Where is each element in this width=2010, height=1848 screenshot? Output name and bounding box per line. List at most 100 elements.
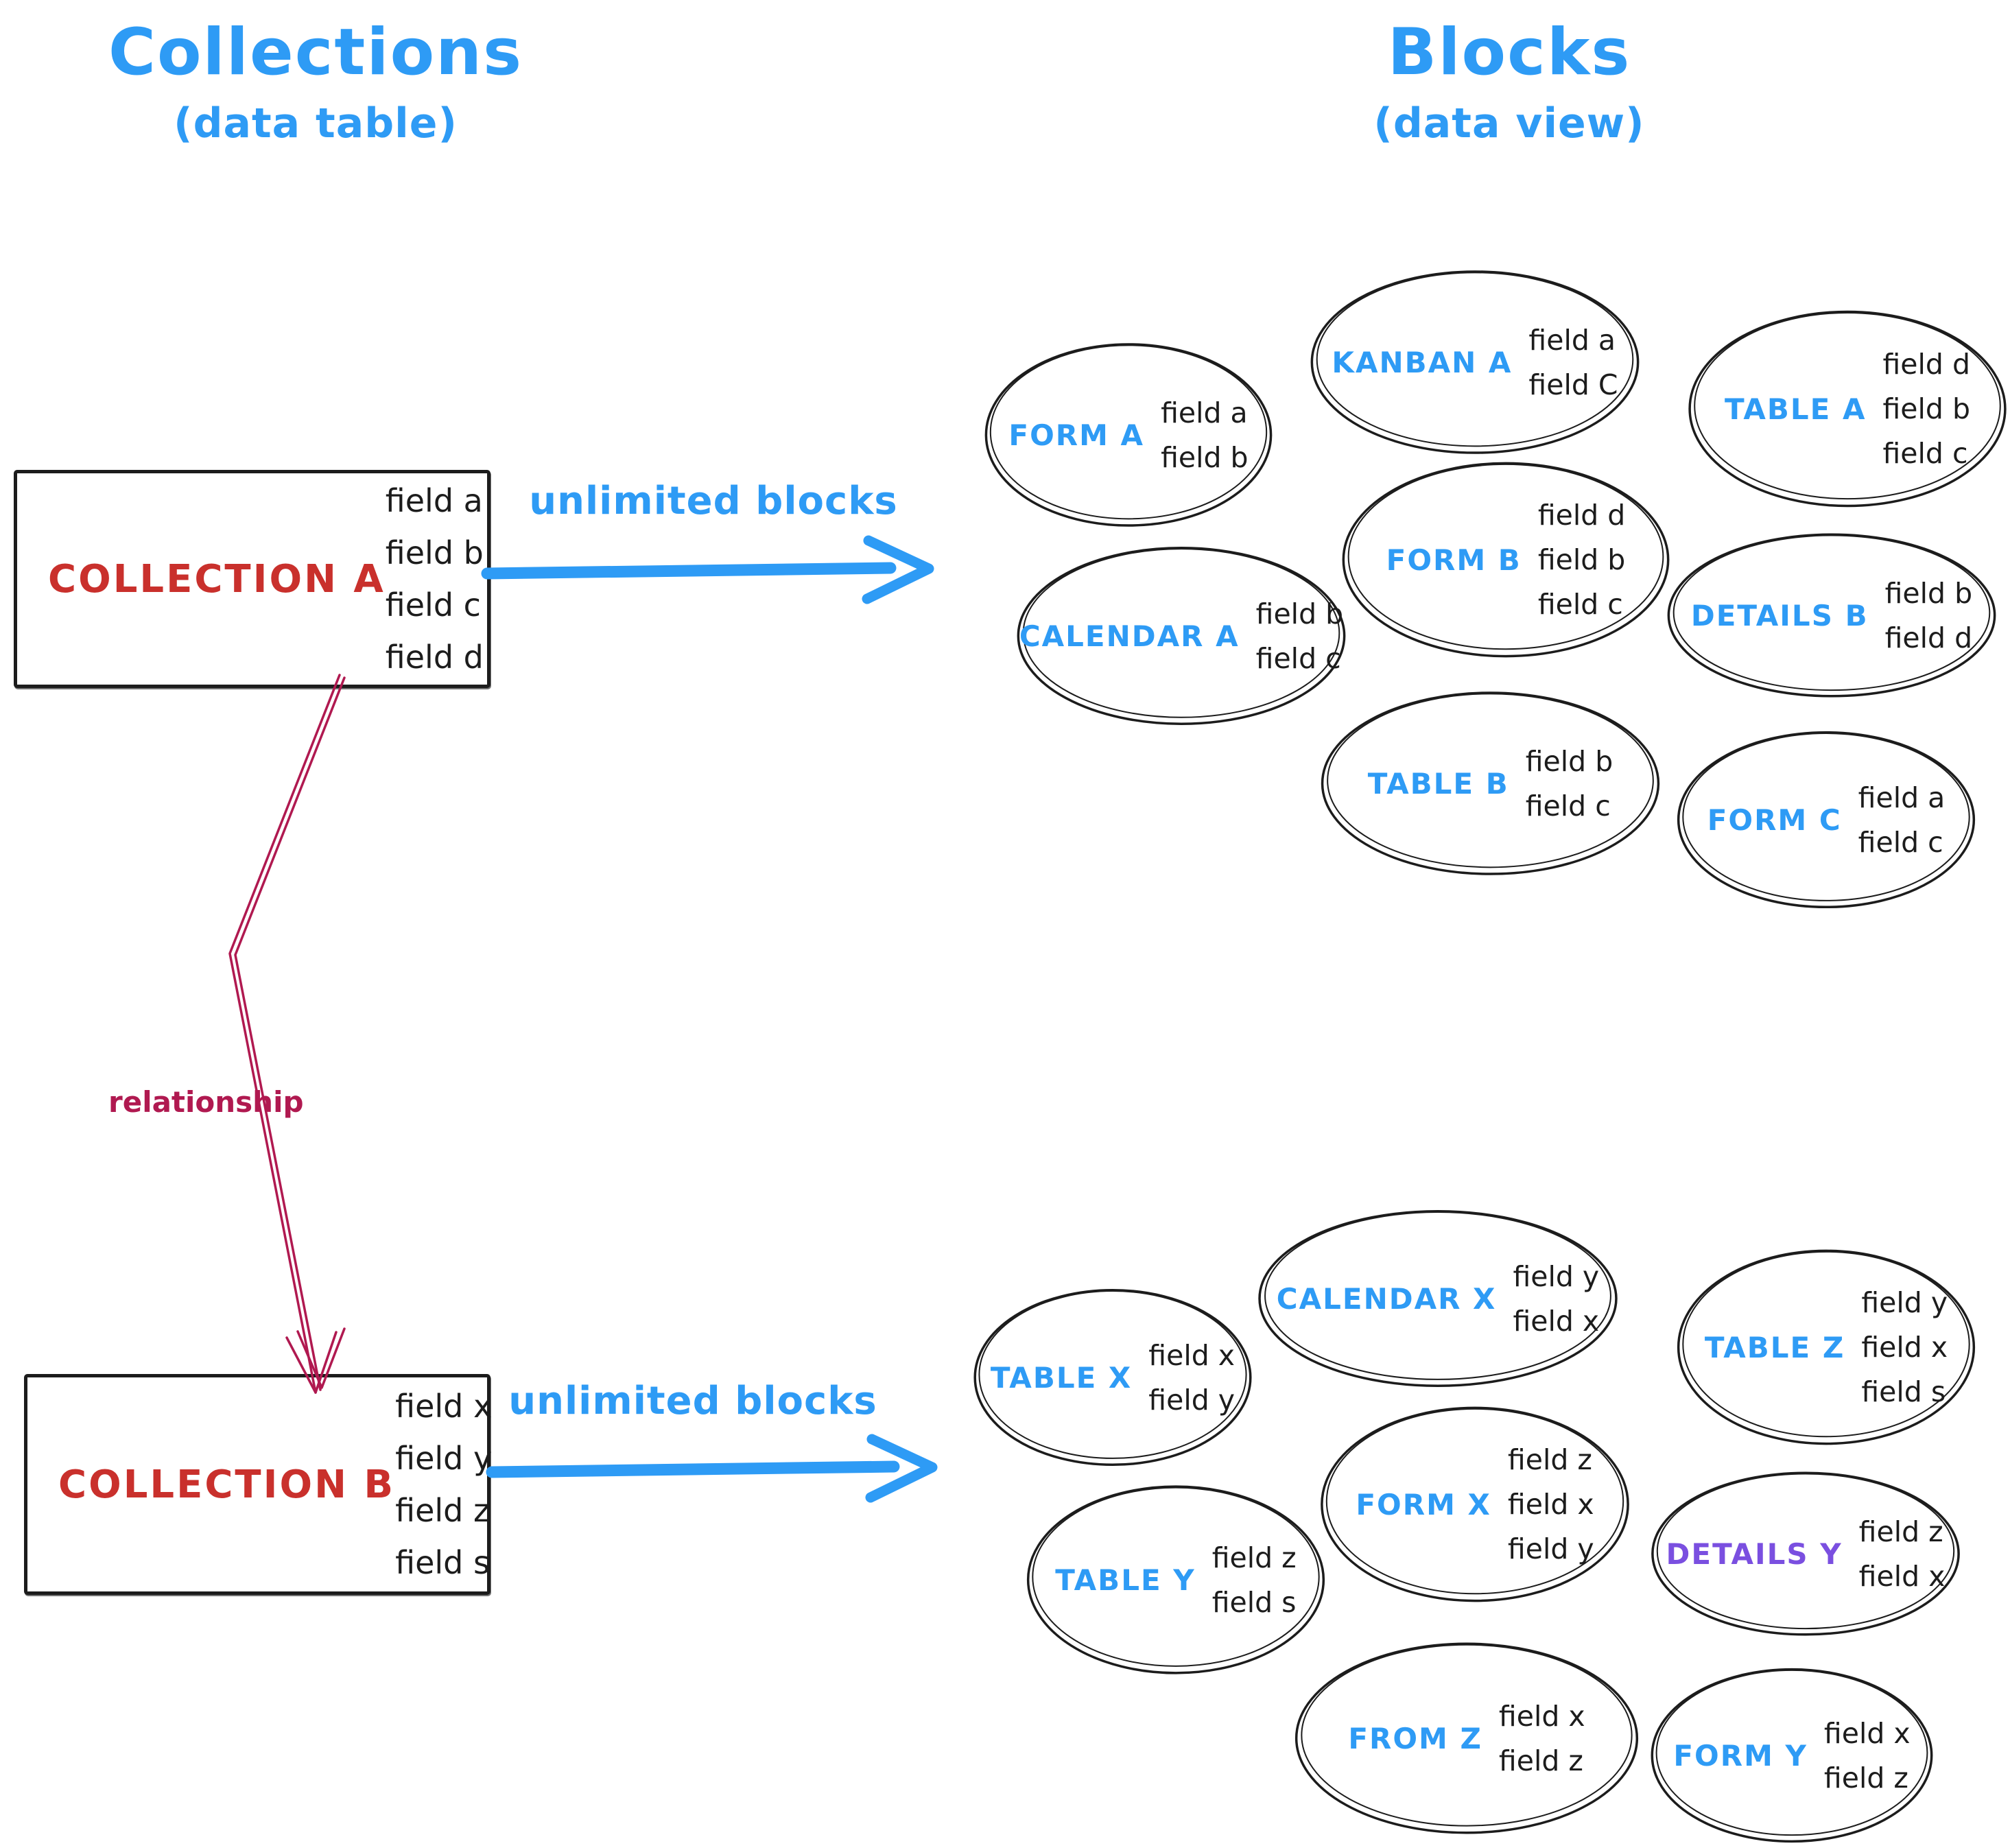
block-label: FORM A <box>1008 418 1145 452</box>
relationship-arrow-icon <box>228 674 346 1394</box>
block-field: field x <box>1513 1304 1600 1338</box>
block-fields: field d field b field c <box>1538 499 1626 621</box>
block-field: field c <box>1537 588 1623 621</box>
block: TABLE A field d field b field c <box>1685 307 2010 511</box>
collection-b-field: field s <box>395 1544 490 1581</box>
blocks-title: Blocks <box>1387 15 1631 90</box>
collection-a-field: field d <box>385 639 484 676</box>
block: FORM X field z field x field y <box>1317 1403 1633 1606</box>
block-field: field y <box>1513 1259 1600 1293</box>
block: TABLE Y field z field s <box>1024 1482 1328 1678</box>
block: TABLE X field x field y <box>971 1286 1255 1469</box>
block-field: field d <box>1882 348 1971 381</box>
block-field: field a <box>1858 781 1946 814</box>
block-field: field y <box>1861 1286 1948 1319</box>
block-field: field b <box>1161 440 1249 474</box>
collection-a-box: COLLECTION A field a field b field c fie… <box>14 470 490 688</box>
block-label: FORM C <box>1707 803 1842 837</box>
block-field: field z <box>1823 1761 1908 1794</box>
unlimited-blocks-label-a: unlimited blocks <box>529 479 898 523</box>
collection-a-name: COLLECTION A <box>48 556 386 602</box>
block-field: field x <box>1823 1716 1911 1750</box>
block-field: field x <box>1858 1559 1946 1593</box>
relationship-label: relationship <box>108 1085 304 1119</box>
block-fields: field y field x <box>1513 1260 1599 1338</box>
collection-a-field: field b <box>385 534 484 571</box>
block-field: field s <box>1211 1585 1297 1619</box>
block-field: field y <box>1148 1383 1235 1417</box>
block-label: CALENDAR A <box>1019 619 1240 653</box>
block: DETAILS Y field z field x <box>1648 1469 1963 1639</box>
block-field: field x <box>1148 1338 1235 1372</box>
block-field: field z <box>1211 1541 1297 1574</box>
block: CALENDAR X field y field x <box>1254 1207 1622 1390</box>
block-fields: field b field d <box>1885 577 1973 654</box>
block-label: FROM Z <box>1348 1721 1482 1755</box>
block-label: TABLE Z <box>1704 1330 1845 1364</box>
block-field: field c <box>1255 641 1341 675</box>
collections-title: Collections <box>108 15 523 90</box>
block-field: field b <box>1525 744 1613 778</box>
collections-subtitle: (data table) <box>174 99 458 147</box>
blocks-subtitle: (data view) <box>1373 99 1645 147</box>
blocks-header: Blocks (data view) <box>1290 15 1729 147</box>
collection-b-field: field x <box>395 1388 493 1425</box>
block-label: TABLE B <box>1367 766 1509 801</box>
right-arrow-icon <box>486 1434 938 1503</box>
block-label: TABLE X <box>990 1360 1133 1395</box>
block-fields: field b field c <box>1256 597 1344 675</box>
block-field: field c <box>1525 789 1611 822</box>
collections-header: Collections (data table) <box>96 15 535 147</box>
block-field: field a <box>1528 323 1616 357</box>
block-field: field z <box>1498 1744 1583 1777</box>
block-fields: field a field c <box>1858 781 1946 859</box>
block-field: field b <box>1537 543 1626 576</box>
block-field: field z <box>1858 1515 1943 1548</box>
block-fields: field y field x field s <box>1861 1286 1948 1408</box>
block-field: field c <box>1858 825 1943 859</box>
block-fields: field z field s <box>1212 1541 1297 1619</box>
block-field: field b <box>1255 597 1344 630</box>
block-field: field a <box>1161 396 1248 429</box>
block-fields: field x field y <box>1148 1339 1235 1417</box>
block-field: field d <box>1884 621 1973 654</box>
block-label: DETAILS B <box>1690 598 1869 632</box>
block-label: FORM X <box>1356 1487 1491 1521</box>
block-field: field x <box>1861 1331 1948 1364</box>
block-fields: field b field c <box>1526 745 1613 822</box>
block-field: field y <box>1507 1532 1594 1565</box>
block-label: TABLE Y <box>1055 1563 1196 1597</box>
block-label: TABLE A <box>1724 392 1867 426</box>
unlimited-blocks-label-b: unlimited blocks <box>508 1379 877 1423</box>
block-fields: field a field b <box>1161 396 1249 474</box>
block-field: field x <box>1498 1699 1585 1733</box>
collection-a-field: field a <box>385 482 483 519</box>
block-fields: field d field b field c <box>1882 348 1970 470</box>
block-label: DETAILS Y <box>1666 1537 1843 1571</box>
block-field: field s <box>1861 1375 1946 1408</box>
collection-b-field: field z <box>395 1492 490 1529</box>
block-label: FORM Y <box>1673 1738 1808 1773</box>
block-label: KANBAN A <box>1332 345 1513 379</box>
block: TABLE Z field y field x field s <box>1674 1246 1978 1449</box>
block-field: field b <box>1884 576 1973 610</box>
block-fields: field x field z <box>1499 1700 1585 1777</box>
collection-b-box: COLLECTION B field x field y field z fie… <box>24 1374 492 1595</box>
block-fields: field x field z <box>1824 1717 1911 1794</box>
block-label: FORM B <box>1386 543 1522 577</box>
block-field: field x <box>1507 1488 1594 1521</box>
collection-b-field: field y <box>395 1440 493 1477</box>
block-label: CALENDAR X <box>1276 1281 1497 1316</box>
block-field: field d <box>1537 499 1626 532</box>
collection-b-name: COLLECTION B <box>58 1462 396 1507</box>
block-field: field b <box>1882 392 1971 425</box>
collection-a-fields: field a field b field c field d <box>386 482 484 676</box>
collection-a-field: field c <box>385 587 481 624</box>
block: FORM Y field x field z <box>1648 1665 1936 1846</box>
block-field: field c <box>1882 437 1968 470</box>
block-fields: field z field x field y <box>1508 1443 1594 1565</box>
collection-b-fields: field x field y field z field s <box>395 1388 492 1581</box>
block: FROM Z field x field z <box>1291 1639 1642 1838</box>
block-field: field z <box>1507 1443 1592 1476</box>
